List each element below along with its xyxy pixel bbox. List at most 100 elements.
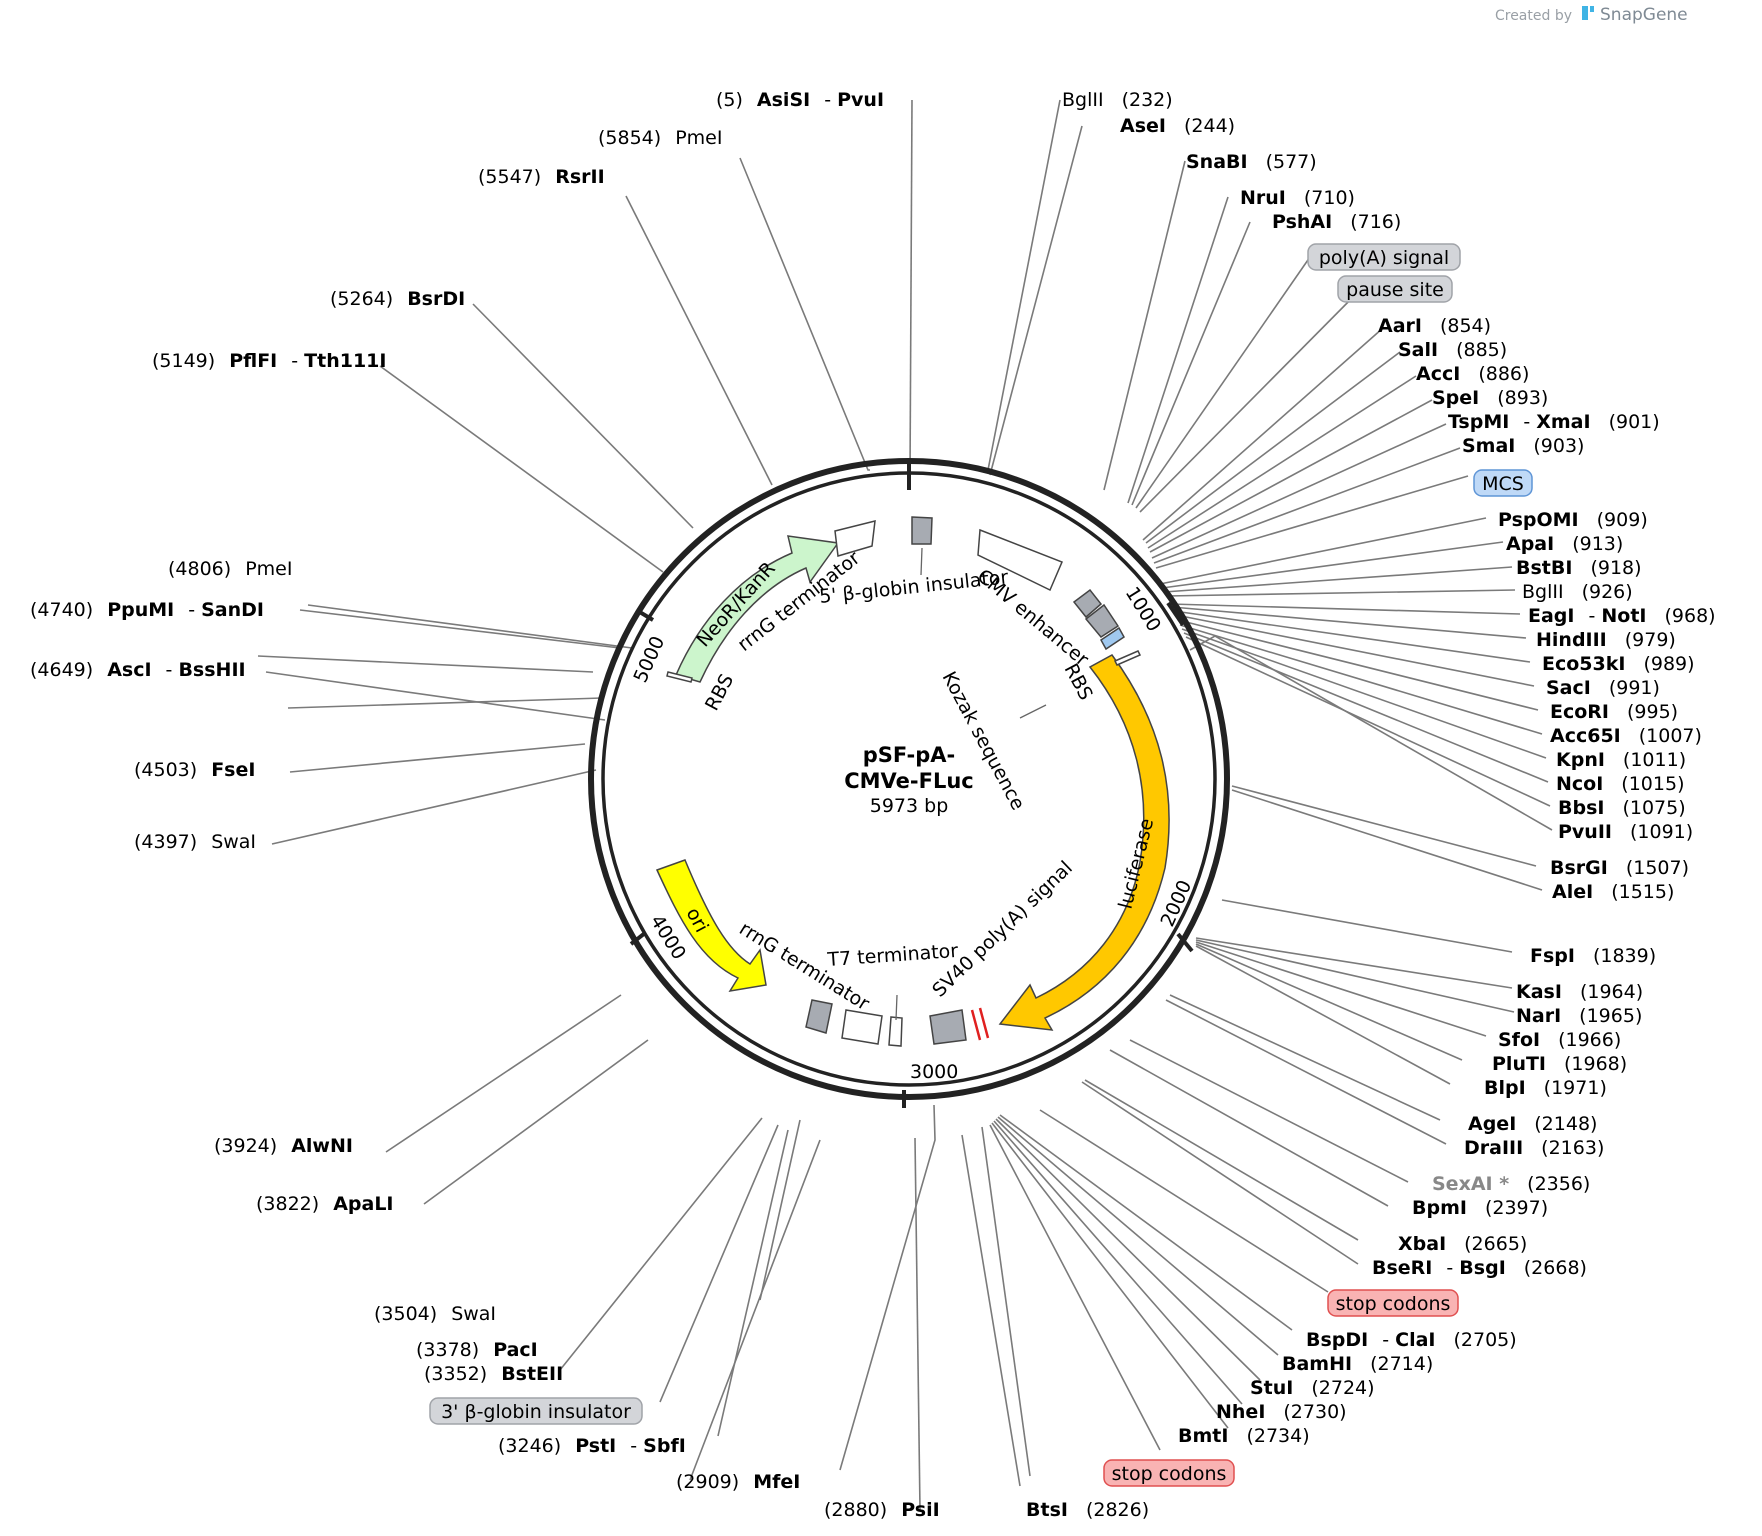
site-swai3504: (3504)SwaI <box>374 1303 496 1325</box>
feature-leaders <box>895 547 1047 1021</box>
site-pvuii: PvuII(1091) <box>1558 821 1693 843</box>
site-snabi: SnaBI(577) <box>1186 151 1317 173</box>
stop-mark-1 <box>970 1009 982 1041</box>
site-nhei: NheI(2730) <box>1216 1401 1347 1423</box>
tick-1000: 1000 <box>1121 583 1165 636</box>
site-nrui: NruI(710) <box>1240 187 1355 209</box>
rrng-box-bottom-grey <box>805 999 833 1034</box>
site-apai: ApaI(913) <box>1506 533 1623 555</box>
site-smai: SmaI(903) <box>1462 435 1584 457</box>
site-bstbi: BstBI(918) <box>1516 557 1642 579</box>
sv40-box <box>929 1009 967 1045</box>
rbs1-box <box>666 671 693 683</box>
site-ppumi: (4740)PpuMI- SanDI <box>30 599 264 621</box>
mcs-box-text: MCS <box>1482 473 1524 495</box>
site-pshai: PshAI(716) <box>1272 211 1401 233</box>
site-bglii926: BglII(926) <box>1522 581 1633 603</box>
stop2-box-label <box>1103 1459 1235 1487</box>
site-pspomi: PspOMI(909) <box>1498 509 1648 531</box>
site-draiii: DraIII(2163) <box>1464 1137 1604 1159</box>
site-pmei4806: (4806)PmeI <box>168 558 292 580</box>
neor-kanr-arrow <box>674 535 840 683</box>
site-asisi: (5)AsiSI- PvuI <box>716 89 884 111</box>
site-apali: (3822)ApaLI <box>256 1193 394 1215</box>
site-bbsi: BbsI(1075) <box>1558 797 1686 819</box>
rrng-box-bottom <box>841 1009 883 1045</box>
polya-box <box>1072 588 1103 619</box>
site-kpni: KpnI(1011) <box>1556 749 1686 771</box>
site-mfei: (2909)MfeI <box>676 1471 800 1493</box>
site-ecori: EcoRI(995) <box>1550 701 1678 723</box>
plasmid-name-line2: CMVe-FLuc <box>844 769 974 793</box>
site-rsrii: (5547)RsrII <box>478 166 605 188</box>
site-bamhi: BamHI(2714) <box>1282 1353 1433 1375</box>
pause-box-text: pause site <box>1346 279 1444 301</box>
leader-lines <box>257 99 1553 1511</box>
site-acci: AccI(886) <box>1416 363 1529 385</box>
t7-box <box>888 1016 903 1047</box>
site-tspmi: TspMI- XmaI(901) <box>1448 411 1660 433</box>
site-aari: AarI(854) <box>1378 315 1491 337</box>
mcs-box <box>1100 626 1125 651</box>
site-fsei: (4503)FseI <box>134 759 255 781</box>
site-swai4397: (4397)SwaI <box>134 831 256 853</box>
pause-box <box>1084 603 1120 638</box>
site-bsteii: (3352)BstEII <box>424 1363 563 1385</box>
mcs-box-label <box>1473 469 1533 497</box>
site-sexai: SexAI *(2356) <box>1432 1173 1590 1195</box>
site-pluti: PluTI(1968) <box>1492 1053 1627 1075</box>
site-bmti: BmtI(2734) <box>1178 1425 1310 1447</box>
globin3-box-label <box>429 1397 643 1425</box>
site-psii: (2880)PsiI <box>824 1499 940 1521</box>
tick-marks <box>629 462 1194 1108</box>
site-bsrdi: (5264)BsrDI <box>330 288 465 310</box>
polya-box-label <box>1307 243 1461 271</box>
snapgene-logo-icon <box>1582 6 1594 20</box>
cmv-box <box>977 528 1063 592</box>
site-spei: SpeI(893) <box>1432 387 1548 409</box>
sv40-polya-label: SV40 poly(A) signal <box>928 857 1077 1002</box>
polya-box-text: poly(A) signal <box>1319 247 1449 269</box>
site-eagi: EagI- NotI(968) <box>1528 605 1716 627</box>
kozak-box <box>1113 650 1142 666</box>
ori-arrow <box>655 859 767 993</box>
site-kasi: KasI(1964) <box>1516 981 1643 1003</box>
site-hindiii: HindIII(979) <box>1536 629 1676 651</box>
site-acc65i: Acc65I(1007) <box>1550 725 1702 747</box>
site-pflfi: (5149)PflFI- Tth111I <box>152 350 386 372</box>
stop-mark-2 <box>978 1007 990 1039</box>
site-bglii232: BglII(232) <box>1062 89 1173 111</box>
brand-text: SnapGene <box>1600 5 1688 25</box>
backbone-outer-ring <box>588 458 1230 1100</box>
site-bpmi: BpmI(2397) <box>1412 1197 1548 1219</box>
site-beri: BseRI- BsgI(2668) <box>1372 1257 1587 1279</box>
site-paci: (3378)PacI <box>416 1339 538 1361</box>
site-saci: SacI(991) <box>1546 677 1660 699</box>
site-sali: SalI(885) <box>1398 339 1507 361</box>
site-bspdi: BspDI- ClaI(2705) <box>1306 1329 1517 1351</box>
plasmid-name-line1: pSF-pA- <box>863 743 956 767</box>
site-btsi: BtsI(2826) <box>1026 1499 1149 1521</box>
pause-box-label <box>1337 275 1453 303</box>
site-stui: StuI(2724) <box>1250 1377 1375 1399</box>
site-bsrgi: BsrGI(1507) <box>1550 857 1689 879</box>
stop1-box-label <box>1327 1289 1459 1317</box>
credit-text: Created by <box>1495 8 1572 24</box>
site-nari: NarI(1965) <box>1516 1005 1642 1027</box>
site-pmei5854: (5854)PmeI <box>598 127 722 149</box>
site-psti: (3246)PstI- SbfI <box>498 1435 686 1457</box>
rrng-box-top <box>834 520 876 557</box>
site-eco53ki: Eco53kI(989) <box>1542 653 1695 675</box>
plasmid-size: 5973 bp <box>870 795 949 817</box>
site-xbai: XbaI(2665) <box>1398 1233 1527 1255</box>
site-agei: AgeI(2148) <box>1468 1113 1597 1135</box>
site-asci: (4649)AscI- BssHII <box>30 659 246 681</box>
site-blpi: BlpI(1971) <box>1484 1077 1607 1099</box>
site-asei: AseI(244) <box>1120 115 1235 137</box>
rbs-label-left: RBS <box>701 670 738 714</box>
stop2-box-text: stop codons <box>1112 1463 1227 1485</box>
luciferase-arrow <box>998 654 1170 1031</box>
globin3-box-text: 3' β-globin insulator <box>441 1401 631 1423</box>
site-ncoi: NcoI(1015) <box>1556 773 1684 795</box>
